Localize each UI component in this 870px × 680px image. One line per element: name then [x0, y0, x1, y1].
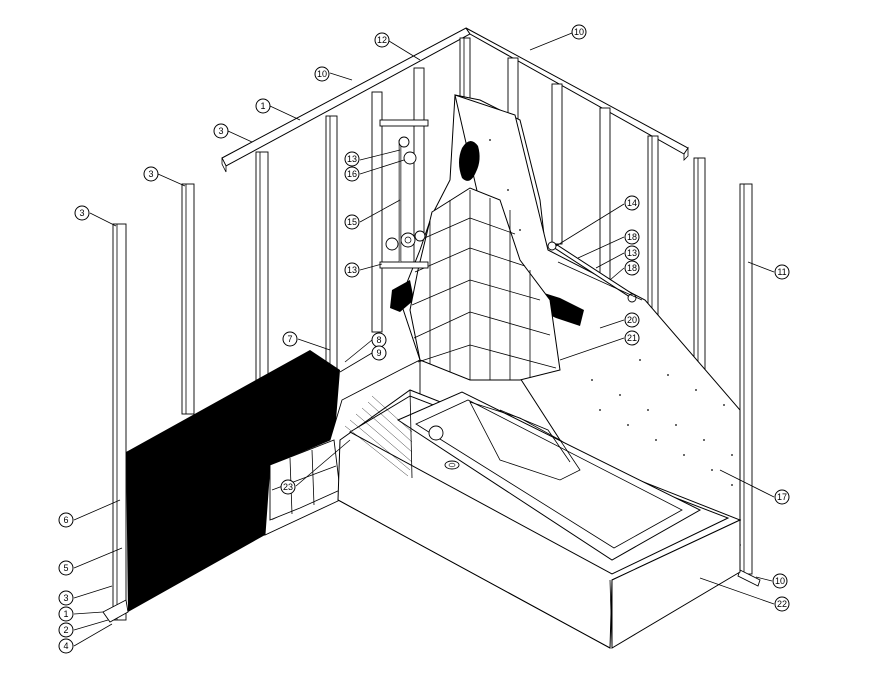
svg-text:9: 9 [376, 348, 381, 358]
left-wall-studs [112, 37, 471, 621]
shower-plumbing [379, 119, 429, 269]
svg-text:15: 15 [347, 217, 357, 227]
svg-text:14: 14 [627, 198, 637, 208]
callout-15: 15 [344, 214, 360, 230]
moisture-barrier [126, 350, 340, 612]
svg-text:20: 20 [627, 315, 637, 325]
svg-text:8: 8 [376, 335, 381, 345]
svg-text:12: 12 [377, 35, 387, 45]
callout-14: 14 [624, 195, 640, 211]
svg-text:1: 1 [260, 101, 265, 111]
callout-5: 5 [58, 560, 74, 576]
callout-10-top-right: 10 [571, 24, 587, 40]
svg-text:10: 10 [775, 576, 785, 586]
svg-text:22: 22 [777, 599, 787, 609]
svg-text:6: 6 [63, 515, 68, 525]
leader-lines [73, 32, 775, 647]
callout-13-right: 13 [624, 245, 640, 261]
valve-handle-icon [385, 237, 399, 251]
callout-21: 21 [624, 330, 640, 346]
callout-7: 7 [282, 331, 298, 347]
svg-text:17: 17 [777, 492, 787, 502]
svg-text:3: 3 [63, 593, 68, 603]
callout-23: 23 [280, 479, 296, 495]
callout-6: 6 [58, 512, 74, 528]
svg-text:21: 21 [627, 333, 637, 343]
callout-18-top: 18 [624, 229, 640, 245]
callout-9: 9 [371, 345, 387, 361]
cement-board-right [454, 94, 741, 571]
right-wall-studs [507, 57, 753, 575]
shower-head-icon [403, 151, 417, 165]
callout-3-bottom: 3 [58, 590, 74, 606]
svg-text:18: 18 [627, 263, 637, 273]
callout-8: 8 [371, 332, 387, 348]
svg-text:4: 4 [63, 641, 68, 651]
svg-text:2: 2 [63, 625, 68, 635]
membrane-patch-top [459, 140, 480, 181]
svg-text:18: 18 [627, 232, 637, 242]
callout-1-top: 1 [255, 98, 271, 114]
overflow-icon [428, 425, 444, 441]
svg-text:3: 3 [148, 169, 153, 179]
callout-16: 16 [344, 166, 360, 182]
wall-tile-lower-left [269, 439, 341, 521]
svg-text:13: 13 [347, 154, 357, 164]
svg-text:11: 11 [777, 267, 786, 277]
grab-bar [547, 241, 643, 303]
callout-17: 17 [774, 489, 790, 505]
callout-11: 11 [774, 264, 790, 280]
svg-text:16: 16 [347, 169, 357, 179]
wall-tile-corner [409, 187, 561, 381]
callout-13-top: 13 [344, 151, 360, 167]
svg-text:3: 3 [218, 126, 223, 136]
top-plate-right [465, 27, 689, 161]
callout-1-bottom: 1 [58, 606, 74, 622]
tub-flange-hatch [344, 395, 413, 477]
svg-text:5: 5 [63, 563, 68, 573]
svg-text:13: 13 [347, 265, 357, 275]
callout-20: 20 [624, 312, 640, 328]
svg-text:10: 10 [574, 27, 584, 37]
callout-2: 2 [58, 622, 74, 638]
bathtub [337, 389, 742, 649]
callout-3-mid: 3 [143, 166, 159, 182]
svg-text:7: 7 [287, 334, 292, 344]
svg-text:3: 3 [79, 208, 84, 218]
callout-13-mid: 13 [344, 262, 360, 278]
callout-3-top: 3 [213, 123, 229, 139]
callout-10-bottom: 10 [772, 573, 788, 589]
membrane-patch-left [390, 280, 414, 312]
svg-text:1: 1 [63, 609, 68, 619]
svg-text:13: 13 [627, 248, 637, 258]
callout-12: 12 [374, 32, 390, 48]
callout-3-left: 3 [74, 205, 90, 221]
callout-4: 4 [58, 638, 74, 654]
callout-18-bottom: 18 [624, 260, 640, 276]
bottom-plate-right [737, 569, 761, 587]
svg-text:10: 10 [317, 69, 327, 79]
callout-10-top-left: 10 [314, 66, 330, 82]
callout-22: 22 [774, 596, 790, 612]
svg-text:23: 23 [283, 482, 293, 492]
